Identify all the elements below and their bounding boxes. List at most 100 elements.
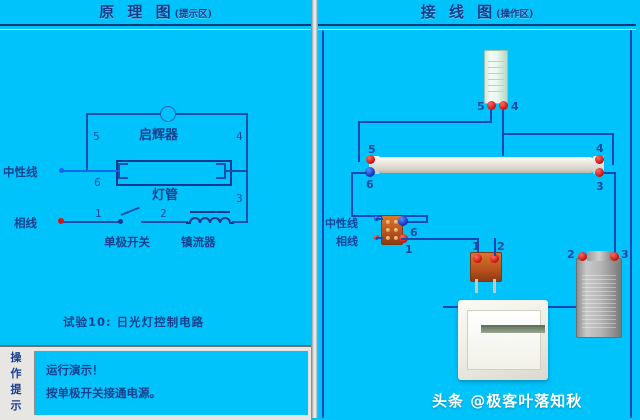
switch-leg-left [475, 279, 478, 293]
wire-live-b [141, 221, 188, 223]
operation-hint-panel: 操作提示 运行演示！ 按单极开关接通电源。 [0, 345, 311, 420]
tube-terminal-6[interactable] [365, 167, 375, 177]
schematic-title-bar: 原 理 图(提示区) [0, 0, 311, 25]
tube-filament-right-b [216, 177, 226, 179]
wire-starter-left [86, 113, 88, 170]
schematic-num-3: 3 [236, 193, 243, 205]
wire-neutral-block-in [400, 221, 428, 223]
wiring-title-bar: 接 线 图(操作区) [318, 0, 636, 25]
wiring-title: 接 线 图(操作区) [318, 1, 636, 22]
wire-tube-right-out [226, 170, 248, 172]
ballast-terminal-3[interactable] [610, 252, 619, 261]
watermark-text: 头条 @极客叶落知秋 [432, 392, 583, 410]
wiring-title-text: 接 线 图 [420, 3, 497, 21]
wiring-title-rule-light [318, 29, 636, 30]
tube-end-right [593, 156, 604, 174]
switch-num-2: 2 [497, 240, 505, 253]
switch-num-1: 1 [472, 240, 480, 253]
wall-switch-rocker[interactable] [467, 310, 545, 370]
schematic-title-text: 原 理 图 [99, 3, 175, 21]
tube-filament-right-a [216, 163, 226, 165]
switch-terminal-1[interactable] [473, 254, 482, 263]
terminal-block[interactable] [381, 215, 403, 245]
wire-live-a [62, 221, 121, 223]
tube-filament-left-b [118, 177, 128, 179]
wire-starter-5-down [490, 110, 492, 123]
tube-terminal-4[interactable] [595, 155, 604, 164]
switch-blade [120, 206, 140, 216]
schematic-title-sub: (提示区) [174, 9, 212, 20]
starter-num-5: 5 [477, 100, 485, 113]
starter-num-4: 4 [511, 100, 519, 113]
wire-neutral-lead [376, 218, 383, 220]
wire-live-switch-down [477, 238, 479, 256]
ballast-coil-icon [186, 211, 234, 224]
wiring-frame-left [322, 30, 324, 418]
starter-terminal-5[interactable] [487, 101, 496, 110]
wire-right-branch [246, 170, 248, 222]
switch-terminal-2[interactable] [490, 254, 499, 263]
live-terminal-node [58, 218, 64, 224]
ballast-neck [587, 251, 611, 261]
tube-num-4: 4 [596, 142, 604, 155]
schematic-num-1: 1 [95, 208, 102, 220]
wire-tube-3-out [604, 172, 616, 174]
wire-ballast-out [232, 221, 248, 223]
switch-label: 单极开关 [104, 235, 150, 249]
hint-line-2: 按单极开关接通电源。 [46, 386, 161, 400]
wiring-neutral-label: 中性线 [325, 217, 358, 230]
neutral-terminal-node [59, 168, 64, 173]
tube-terminal-5[interactable] [366, 155, 375, 164]
wire-neutral [62, 170, 120, 172]
starter-terminal-4[interactable] [499, 101, 508, 110]
wire-neutral-down [351, 172, 353, 217]
block-num-1: 1 [405, 243, 413, 256]
operation-hint-label: 操作提示 [10, 351, 22, 412]
wire-neutral-to-block [426, 215, 428, 223]
wiring-title-sub: (操作区) [496, 9, 534, 20]
tube-symbol [116, 160, 232, 186]
tube-terminal-3[interactable] [595, 168, 604, 177]
tube-end-left [369, 156, 380, 174]
schematic-title-rule-light [0, 29, 311, 30]
switch-pivot-node [118, 219, 123, 224]
neutral-label: 中性线 [3, 165, 38, 179]
schematic-num-2: 2 [160, 208, 167, 220]
schematic-title-rule [0, 24, 311, 26]
tube-filament-left-a [118, 163, 128, 165]
wire-starter-4-right [502, 133, 614, 135]
starter-label: 启辉器 [139, 128, 179, 143]
wire-live-to-switch [401, 238, 479, 240]
starter-component[interactable] [484, 50, 508, 104]
wire-tube-3-down [614, 172, 616, 260]
tube-label: 灯管 [152, 188, 179, 203]
ballast-label-plate [582, 275, 616, 329]
tube-filament-right-c [224, 163, 226, 179]
schematic-num-5: 5 [93, 131, 100, 143]
wire-starter-4-to-tube [612, 133, 614, 165]
wiring-live-label: 相线 [336, 235, 358, 248]
wire-live-lead [376, 237, 383, 239]
live-label: 相线 [14, 216, 37, 230]
ballast-num-2: 2 [567, 248, 575, 261]
wire-starter-right [246, 113, 248, 170]
schematic-title: 原 理 图(提示区) [0, 1, 311, 22]
ballast-component[interactable] [576, 251, 622, 338]
block-num-6: 6 [410, 226, 418, 239]
switch-leg-right [493, 279, 496, 293]
fluorescent-tube[interactable] [375, 157, 597, 173]
hint-line-1: 运行演示！ [46, 363, 104, 377]
tube-num-3: 3 [596, 180, 604, 193]
operation-hint-body: 运行演示！ 按单极开关接通电源。 [34, 351, 308, 415]
wiring-frame-right [630, 30, 632, 418]
schematic-num-4: 4 [236, 131, 243, 143]
wire-starter-5-to-tube [358, 121, 360, 162]
block-terminal-6[interactable] [398, 216, 408, 226]
ballast-terminal-2[interactable] [578, 252, 587, 261]
wall-switch-indicator [481, 325, 545, 333]
wire-switch-2-up [494, 238, 496, 256]
schematic-panel: 原 理 图(提示区) 启辉器 5 4 灯管 中性线 6 3 相 [0, 0, 312, 420]
wall-switch-plate[interactable] [458, 300, 548, 380]
tube-num-5: 5 [368, 143, 376, 156]
